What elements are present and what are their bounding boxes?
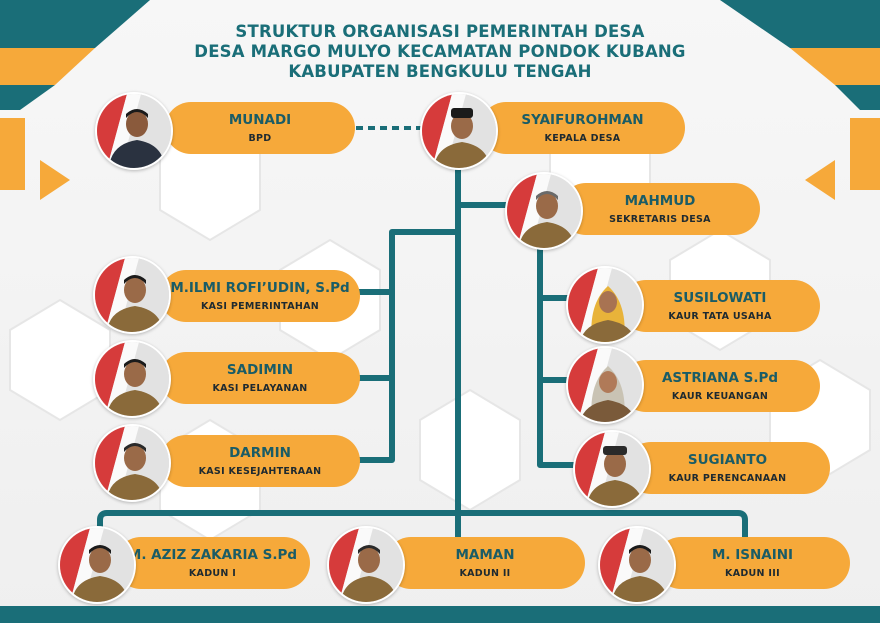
card-kepala-desa: SYAIFUROHMAN KEPALA DESA: [480, 102, 685, 154]
card-kasi-pemerintahan: M.ILMI ROFI’UDIN, S.Pd KASI PEMERINTAHAN: [160, 270, 360, 322]
card-kadun-3: M. ISNAINI KADUN III: [655, 537, 850, 589]
bottom-bar: [0, 606, 880, 623]
avatar-isnaini: [598, 526, 676, 604]
title-line-1: STRUKTUR ORGANISASI PEMERINTAH DESA: [235, 22, 645, 41]
member-role: KASI KESEJAHTERAAN: [198, 465, 322, 477]
member-role: BPD: [248, 132, 272, 144]
member-role: KADUN III: [725, 567, 780, 579]
member-name: M. AZIZ ZAKARIA S.Pd: [127, 546, 298, 563]
avatar-aziz: [58, 526, 136, 604]
member-role: KAUR PERENCANAAN: [668, 472, 787, 484]
card-kadun-2: MAMAN KADUN II: [385, 537, 585, 589]
member-role: KAUR TATA USAHA: [668, 310, 772, 322]
member-role: KASI PEMERINTAHAN: [200, 300, 320, 312]
avatar-syaifurohman: [420, 92, 498, 170]
card-kaur-keuangan: ASTRIANA S.Pd KAUR KEUANGAN: [620, 360, 820, 412]
member-name: SADIMIN: [226, 361, 294, 378]
member-role: KADUN II: [459, 567, 511, 579]
member-role: KAUR KEUANGAN: [671, 390, 769, 402]
member-name: M.ILMI ROFI’UDIN, S.Pd: [170, 279, 350, 296]
member-role: KADUN I: [188, 567, 237, 579]
member-name: MUNADI: [228, 111, 292, 128]
avatar-darmin: [93, 424, 171, 502]
member-name: SUGIANTO: [687, 451, 768, 468]
avatar-munadi: [95, 92, 173, 170]
member-name: MAMAN: [455, 546, 515, 563]
member-role: KASI PELAYANAN: [212, 382, 308, 394]
avatar-mahmud: [505, 172, 583, 250]
avatar-sugianto: [573, 430, 651, 508]
card-kaur-perencanaan: SUGIANTO KAUR PERENCANAAN: [625, 442, 830, 494]
card-kasi-kesejahteraan: DARMIN KASI KESEJAHTERAAN: [160, 435, 360, 487]
card-kasi-pelayanan: SADIMIN KASI PELAYANAN: [160, 352, 360, 404]
member-role: SEKRETARIS DESA: [609, 213, 711, 225]
card-bpd: MUNADI BPD: [165, 102, 355, 154]
member-name: MAHMUD: [624, 192, 696, 209]
avatar-ilmi: [93, 256, 171, 334]
title-line-2: DESA MARGO MULYO KECAMATAN PONDOK KUBANG: [194, 42, 686, 61]
member-name: M. ISNAINI: [711, 546, 794, 563]
member-name: ASTRIANA S.Pd: [661, 369, 779, 386]
avatar-sadimin: [93, 340, 171, 418]
member-name: DARMIN: [229, 444, 291, 461]
member-name: SYAIFUROHMAN: [521, 111, 644, 128]
avatar-astriana: [566, 346, 644, 424]
avatar-susilowati: [566, 266, 644, 344]
card-sekretaris-desa: MAHMUD SEKRETARIS DESA: [560, 183, 760, 235]
title-line-3: KABUPATEN BENGKULU TENGAH: [288, 62, 592, 81]
card-kadun-1: M. AZIZ ZAKARIA S.Pd KADUN I: [115, 537, 310, 589]
member-role: KEPALA DESA: [544, 132, 621, 144]
avatar-maman: [327, 526, 405, 604]
member-name: SUSILOWATI: [673, 289, 767, 306]
card-kaur-tata-usaha: SUSILOWATI KAUR TATA USAHA: [620, 280, 820, 332]
